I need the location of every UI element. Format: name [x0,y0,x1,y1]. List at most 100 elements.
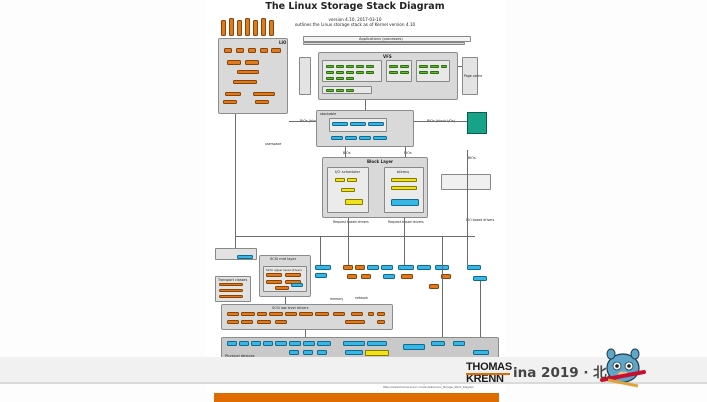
applications-bar: Applications (processes) [303,36,471,42]
lld-mpt3sas [269,312,283,316]
slide-footer-band [0,357,707,382]
syscall-bar [303,42,465,45]
fs-cifs [400,65,409,68]
block-layer-label: Block Layer [367,159,394,164]
scsi-upper-label: SCSI upper level drivers [266,268,302,272]
driver-ib-srp [429,284,439,289]
lld-lpfc [257,312,267,316]
connector-dasd-down [442,236,443,337]
blkmq-box: blkmq [384,167,424,213]
vfs-label: VFS [383,54,392,59]
bio-right-tag: BIOs [404,151,412,155]
connector-lio-stack [289,121,316,122]
md-raid [331,136,343,140]
lio-fabric-5 [253,20,258,36]
physical-devices-label: Physical devices [225,354,255,358]
zram-device [237,255,253,259]
sd-driver [266,273,282,277]
page-cache-label: Page cache [464,74,483,78]
request-right-label: Request based drivers [388,220,424,224]
fs-9p [400,71,409,74]
fs-pipefs [430,71,439,74]
lio-module-b [245,60,259,65]
lio-iblock [225,92,241,96]
mq-kyber [391,186,417,190]
dm-cache [368,122,384,126]
dm-crypt [332,122,348,126]
driver-zfcp [361,274,371,279]
driver-virtio-blk [315,265,331,270]
driver-rbd [343,265,353,270]
thomas-krenn-logo-line2: KRENN [466,373,504,385]
hw-dispatch-queue [391,199,419,206]
lio-core-d [260,48,268,53]
connector-request-bus [235,236,475,237]
bio-left-tag: BIOs [343,151,351,155]
scsi-low-label: SCSI low level drivers [272,306,309,310]
connector-vfs-cache [458,66,462,67]
sched-bfq [345,199,363,205]
fs-configfs [441,65,447,68]
dev-mmc-card [317,350,327,355]
dev-network-iscsi [343,341,365,346]
fs-nfs [389,65,398,68]
fs-iso9660 [356,71,364,74]
lio-module-a [227,60,241,65]
driver-skd [417,265,431,270]
dev-virtio [289,350,299,355]
network-label: network [355,296,368,300]
diagram-outline: outlines the Linux storage stack as of K… [294,22,416,27]
lio-core-c [248,48,256,53]
dev-nvme-ssd [403,344,425,350]
driver-xen-blk [315,273,327,278]
fs-vfat [346,71,354,74]
driver-loop [381,265,393,270]
ses-driver [275,286,289,290]
diagram-url: https://www.thomas-krenn.com/en/wiki/Lin… [383,386,474,389]
mq-deadline [391,178,417,182]
dev-qlogic-hba [303,341,315,346]
lld-ata-piix [333,312,345,316]
fs-overlayfs [326,89,334,92]
fs-ecryptfs [336,89,344,92]
lio-fabric-2 [229,18,234,36]
lio-backstore [233,80,257,84]
lio-target-core [237,70,259,74]
sched-cfq [341,188,355,192]
connector-mq-down [404,218,405,265]
dev-ibm-dasd [431,341,445,346]
lio-fabric-6 [261,18,266,36]
dev-hdd [227,341,237,346]
thomas-krenn-logo-line1: THOMAS [466,361,512,373]
fs-reiserfs [336,71,344,74]
dev-pmem-disk [473,350,489,355]
lld-iscsi-tcp [227,320,239,324]
dev-emulex-hba [317,341,331,346]
fs-sysfs [430,65,439,68]
connector-sched-down [348,218,349,265]
dev-dvd [251,341,261,346]
lld-fnic [351,312,363,316]
dev-ram-disk [453,341,465,346]
lld-megaraid [227,312,239,316]
dm-mirror [350,122,366,126]
request-left-label: Request based drivers [333,220,369,224]
lio-label: LIO [279,40,287,45]
lld-bnx2fc [377,320,385,324]
lld-ahci [315,312,329,316]
connector-mid-low [285,297,286,304]
lio-core-a [224,48,232,53]
dev-ssd [239,341,249,346]
fs-ifs [326,71,334,74]
logo-underline [466,373,510,375]
mascot-icon [600,348,646,388]
fs-tmpfs [419,71,428,74]
fs-ext4 [346,65,354,68]
bio-based-label: BIO based drivers [466,218,495,222]
lio-fabric-7 [269,20,274,36]
fs-proc [419,65,428,68]
bcache [345,136,357,140]
slide-footer-line [0,382,707,384]
page-cache-box: Page cache [462,57,482,95]
sr-driver [285,273,301,277]
